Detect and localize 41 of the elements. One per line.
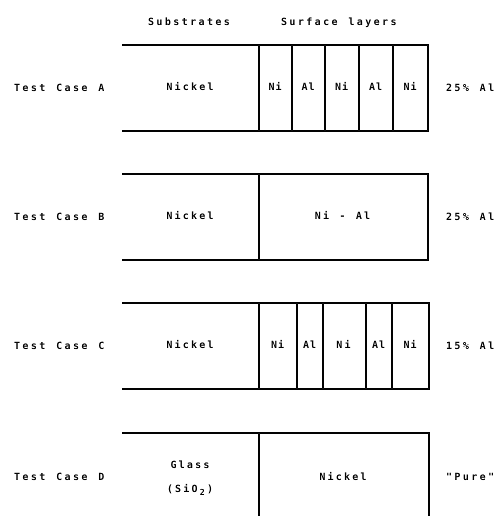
- layer-box: [258, 173, 429, 261]
- layer-label: Al: [301, 81, 316, 95]
- layer-box: [391, 302, 430, 390]
- substrate-label: Nickel: [166, 338, 216, 353]
- layer-label: Ni: [403, 338, 418, 353]
- layer-box: [258, 302, 298, 390]
- substrate-label: Glass (SiO$_{2}$): [166, 458, 216, 498]
- substrate-block: [122, 44, 260, 132]
- composition-label: 15% Al: [446, 340, 497, 352]
- layer-box: [322, 302, 367, 390]
- substrate-label: Nickel: [166, 80, 216, 95]
- layer-box: [258, 44, 293, 132]
- substrate-block: [122, 173, 260, 261]
- layer-label: Ni: [403, 80, 418, 95]
- layer-box: [258, 432, 430, 516]
- row-label: Test Case B: [14, 212, 107, 222]
- layer-label: Nickel: [319, 470, 369, 485]
- layer-box: [365, 302, 393, 390]
- layer-box: [358, 44, 394, 132]
- substrate-label: Nickel: [166, 210, 216, 224]
- layer-label: Ni: [334, 80, 350, 95]
- layer-box: [324, 44, 360, 132]
- composition-label: 25% Al: [446, 82, 497, 94]
- row-label: Test Case A: [14, 82, 107, 94]
- column-heading: Substrates: [148, 16, 232, 28]
- layer-label: Al: [302, 339, 318, 353]
- layer-label: Ni: [268, 80, 283, 95]
- composition-label: 25% Al: [446, 212, 497, 222]
- column-heading: Surface layers: [281, 16, 399, 28]
- layer-label: Ni - Al: [314, 210, 372, 224]
- layer-box: [291, 44, 326, 132]
- layer-label: Al: [368, 81, 384, 95]
- row-label: Test Case C: [14, 340, 107, 352]
- layer-label: Ni: [336, 338, 353, 353]
- row-label: Test Case D: [14, 472, 107, 482]
- layer-box: [392, 44, 429, 132]
- substrate-block: [122, 302, 260, 390]
- composition-label: "Pure": [446, 472, 497, 482]
- layer-label: Al: [372, 339, 386, 353]
- layer-label: Ni: [270, 338, 286, 353]
- layer-box: [296, 302, 324, 390]
